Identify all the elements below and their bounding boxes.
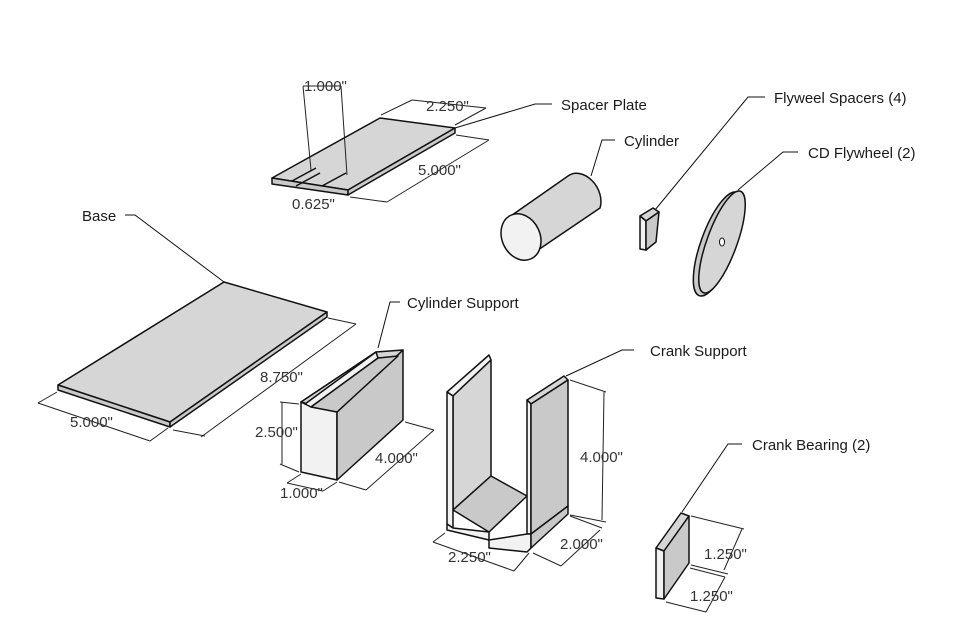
base-callout: Base: [82, 208, 225, 283]
dim-base-length: 8.750": [260, 369, 303, 386]
dim-spacer-gap: 0.625": [292, 196, 335, 213]
base-part: [57, 281, 328, 428]
label-flywheel-spacers: Flyweel Spacers (4): [774, 90, 907, 107]
crank-bearing-part: [655, 512, 690, 600]
dim-spacer-width: 2.250": [426, 98, 469, 115]
dim-crank-height: 4.000": [580, 449, 623, 466]
spacer-plate-part: [271, 117, 456, 196]
dim-base-width: 5.000": [70, 414, 113, 431]
flywheel-spacer-callout: Flyweel Spacers (4): [654, 90, 907, 211]
label-cylinder-support: Cylinder Support: [407, 295, 520, 312]
dim-crank-depth: 2.000": [560, 536, 603, 553]
label-crank-support: Crank Support: [650, 343, 748, 360]
label-cd-flywheel: CD Flywheel (2): [808, 145, 916, 162]
dim-bearing-height: 1.250": [704, 546, 747, 563]
base-dimensions: 8.750" 5.000": [37, 317, 357, 442]
spacer-plate-callout: Spacer Plate: [454, 97, 647, 129]
dim-bearing-width: 1.250": [690, 588, 733, 605]
cd-flywheel-part: [692, 190, 746, 297]
crank-bearing-dimensions: 1.250" 1.250": [665, 515, 747, 613]
dim-crank-width: 2.250": [448, 549, 491, 566]
label-base: Base: [82, 208, 116, 225]
crank-support-callout: Crank Support: [565, 343, 748, 377]
label-cylinder: Cylinder: [624, 133, 679, 150]
crank-support-dimensions: 4.000" 2.250" 2.000": [432, 379, 623, 572]
crank-support-part: [446, 354, 569, 553]
dim-cyl-support-width: 1.000": [280, 485, 323, 502]
dim-cyl-support-length: 4.000": [375, 450, 418, 467]
label-crank-bearing: Crank Bearing (2): [752, 437, 870, 454]
dim-cyl-support-height: 2.500": [255, 424, 298, 441]
cylinder-support-dimensions: 2.500" 4.000" 1.000": [255, 401, 435, 502]
cylinder-part: [500, 172, 602, 261]
dim-spacer-slot: 1.000": [304, 78, 347, 95]
spacer-plate-dimensions: 1.000" 2.250" 5.000" 0.625": [292, 78, 490, 213]
dim-spacer-length: 5.000": [418, 162, 461, 179]
flywheel-spacer-part: [639, 207, 660, 251]
cylinder-support-callout: Cylinder Support: [377, 295, 520, 349]
cylinder-support-part: [300, 349, 404, 481]
label-spacer-plate: Spacer Plate: [561, 97, 647, 114]
cd-flywheel-callout: CD Flywheel (2): [737, 145, 916, 191]
cylinder-callout: Cylinder: [590, 133, 679, 177]
crank-bearing-callout: Crank Bearing (2): [681, 437, 870, 513]
